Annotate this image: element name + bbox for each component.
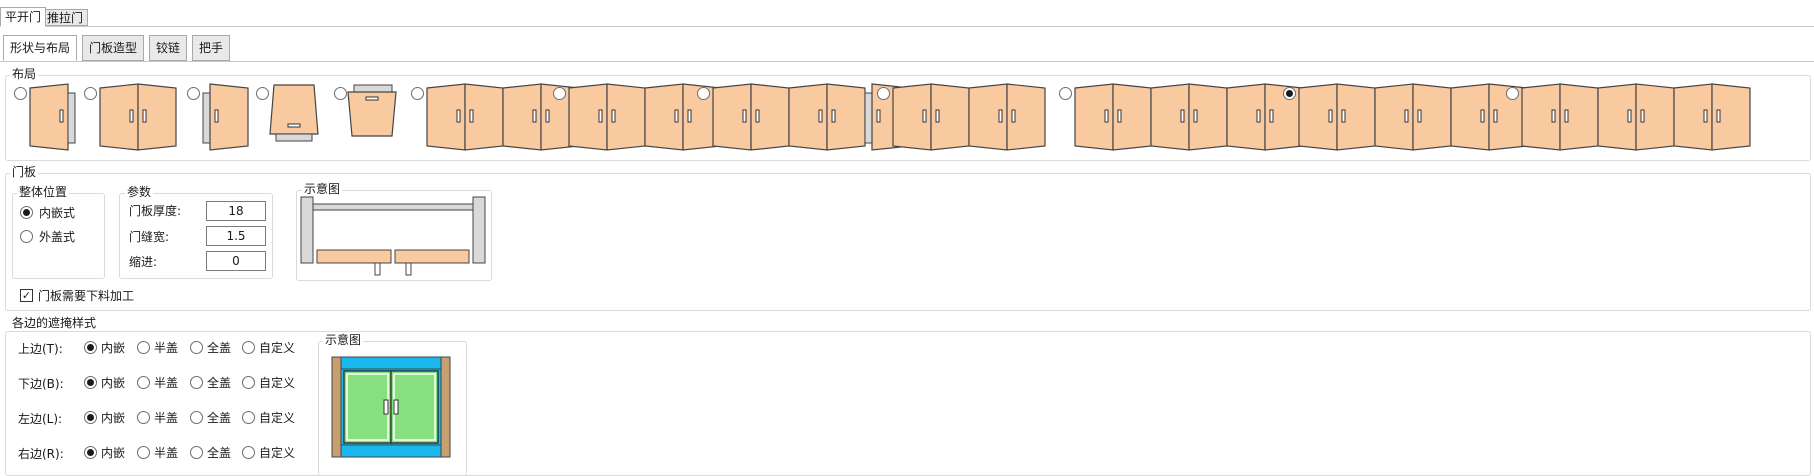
layout-option-radio-3[interactable]: [187, 87, 200, 100]
tab-swing-door[interactable]: 平开门: [0, 7, 47, 27]
layout-group: [5, 75, 1811, 161]
layout-option-radio-4[interactable]: [256, 87, 269, 100]
edge-row-4-option-radio-2[interactable]: [137, 446, 150, 459]
edge-row-4-option-label-4: 自定义: [259, 446, 296, 460]
edge-row-4-option-label-2: 半盖: [154, 446, 179, 460]
edge-row-3-option-radio-4[interactable]: [242, 411, 255, 424]
layout-option-thumbnail-4[interactable]: [269, 82, 592, 152]
edge-row-3-option-label-3: 全盖: [207, 411, 232, 425]
params-group: [119, 193, 273, 279]
edge-row-2-option-label-1: 内嵌: [101, 376, 126, 390]
params-group-title: 参数: [125, 185, 154, 199]
edge-row-3-option-radio-3[interactable]: [190, 411, 203, 424]
layout-option-radio-10[interactable]: [1059, 87, 1072, 100]
layout-option-radio-11[interactable]: [1283, 87, 1296, 100]
edge-row-1-option-radio-2[interactable]: [137, 341, 150, 354]
tab-hinge[interactable]: 铰链: [149, 35, 188, 61]
layout-option-thumbnail-1[interactable]: [29, 82, 350, 152]
edge-row-label-2: 下边(B):: [18, 377, 64, 391]
edge-row-2-option-label-2: 半盖: [154, 376, 179, 390]
layout-option-thumbnail-12[interactable]: [1521, 82, 1814, 152]
position-overlay-label: 外盖式: [39, 230, 76, 244]
door-panel-group-title: 门板: [10, 165, 39, 179]
edge-row-2-option-radio-4[interactable]: [242, 376, 255, 389]
layout-option-radio-6[interactable]: [411, 87, 424, 100]
gap-width-input[interactable]: 1.5: [206, 226, 266, 246]
edge-row-1-option-radio-1[interactable]: [84, 341, 97, 354]
layout-group-title: 布局: [10, 67, 39, 81]
edge-diagram-title: 示意图: [323, 333, 364, 347]
layout-option-radio-12[interactable]: [1506, 87, 1519, 100]
tab-handle[interactable]: 把手: [192, 35, 231, 61]
edge-row-label-1: 上边(T):: [18, 342, 63, 356]
indent-input[interactable]: 0: [206, 251, 266, 271]
edge-row-1-option-label-2: 半盖: [154, 341, 179, 355]
need-cutting-checkbox[interactable]: ✓: [20, 289, 33, 302]
edge-row-3-option-label-1: 内嵌: [101, 411, 126, 425]
position-inset-radio[interactable]: [20, 206, 33, 219]
edge-row-3-option-label-4: 自定义: [259, 411, 296, 425]
edge-row-2-option-label-3: 全盖: [207, 376, 232, 390]
position-overlay-radio[interactable]: [20, 230, 33, 243]
layout-option-thumbnail-6[interactable]: [426, 82, 747, 152]
edge-row-4-option-radio-1[interactable]: [84, 446, 97, 459]
layout-option-radio-1[interactable]: [14, 87, 27, 100]
position-inset-label: 内嵌式: [39, 206, 76, 220]
edge-row-1-option-label-4: 自定义: [259, 341, 296, 355]
tab-shape-layout[interactable]: 形状与布局: [3, 35, 78, 61]
edge-row-2-option-radio-1[interactable]: [84, 376, 97, 389]
edge-row-3-option-radio-1[interactable]: [84, 411, 97, 424]
need-cutting-label: 门板需要下料加工: [38, 289, 135, 303]
edge-row-4-option-label-3: 全盖: [207, 446, 232, 460]
subtab-bar-divider: [0, 61, 1814, 62]
edge-cover-group-title: 各边的遮掩样式: [10, 316, 99, 330]
tab-sliding-door[interactable]: 推拉门: [42, 9, 89, 26]
edge-row-4-option-radio-3[interactable]: [190, 446, 203, 459]
edge-row-2-option-label-4: 自定义: [259, 376, 296, 390]
tab-bar-divider: [0, 26, 1814, 27]
panel-thickness-label: 门板厚度:: [129, 204, 182, 218]
layout-option-thumbnail-7[interactable]: [568, 82, 889, 152]
door-panel-group: [5, 173, 1811, 311]
layout-option-radio-7[interactable]: [553, 87, 566, 100]
layout-option-thumbnail-3[interactable]: [202, 82, 523, 152]
layout-option-thumbnail-10[interactable]: [1074, 82, 1395, 152]
edge-row-2-option-radio-3[interactable]: [190, 376, 203, 389]
edge-row-label-3: 左边(L):: [18, 412, 63, 426]
layout-option-thumbnail-11[interactable]: [1298, 82, 1619, 152]
indent-label: 缩进:: [129, 255, 158, 269]
edge-row-3-option-label-2: 半盖: [154, 411, 179, 425]
gap-width-label: 门缝宽:: [129, 230, 170, 244]
edge-row-1-option-label-1: 内嵌: [101, 341, 126, 355]
panel-diagram-title: 示意图: [302, 182, 343, 196]
layout-option-radio-2[interactable]: [84, 87, 97, 100]
edge-row-1-option-radio-4[interactable]: [242, 341, 255, 354]
layout-option-thumbnail-2[interactable]: [99, 82, 420, 152]
layout-option-radio-5[interactable]: [334, 87, 347, 100]
edge-row-1-option-label-3: 全盖: [207, 341, 232, 355]
layout-option-radio-8[interactable]: [697, 87, 710, 100]
layout-option-radio-9[interactable]: [877, 87, 890, 100]
edge-row-4-option-label-1: 内嵌: [101, 446, 126, 460]
edge-row-2-option-radio-2[interactable]: [137, 376, 150, 389]
edge-row-4-option-radio-4[interactable]: [242, 446, 255, 459]
layout-option-thumbnail-5[interactable]: [347, 82, 670, 152]
panel-thickness-input[interactable]: 18: [206, 201, 266, 221]
layout-option-thumbnail-9[interactable]: [892, 82, 1213, 152]
edge-row-1-option-radio-3[interactable]: [190, 341, 203, 354]
edge-row-3-option-radio-2[interactable]: [137, 411, 150, 424]
position-group-title: 整体位置: [17, 185, 70, 199]
panel-top-view-diagram: [300, 196, 486, 276]
edge-row-label-4: 右边(R):: [18, 447, 64, 461]
tab-panel-style[interactable]: 门板造型: [82, 35, 145, 61]
edge-front-view-diagram: [331, 356, 451, 458]
panel-diagram-group: [296, 190, 492, 281]
